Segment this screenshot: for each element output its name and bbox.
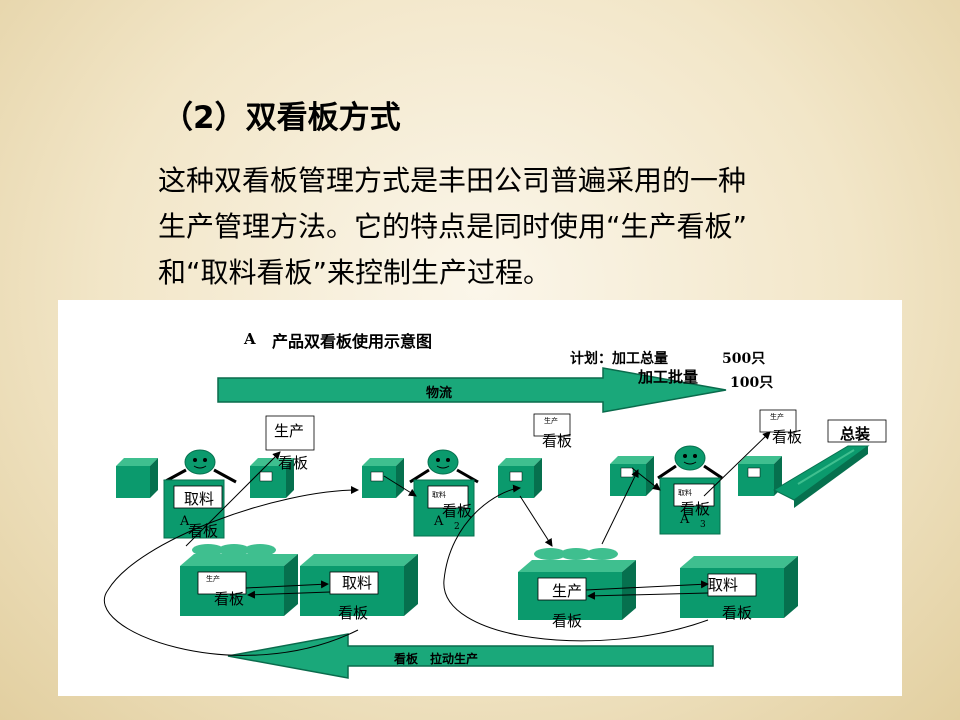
prod-box-3-label: 生产 (552, 582, 583, 600)
card-take-a2 (427, 485, 469, 509)
station-a2: A (434, 514, 444, 529)
take-a3-kanban: 看板 (680, 500, 711, 518)
plan-total-value: 500只 (722, 351, 766, 367)
card-assembly (827, 419, 887, 443)
station-a2-sub: 2 (454, 522, 460, 532)
plan-batch-label: 加工批量 (638, 368, 699, 386)
prod-top-2-kanban: 看板 (542, 432, 573, 450)
heading-a: A (244, 330, 256, 348)
cube-5 (610, 456, 654, 496)
cube-6 (738, 456, 782, 496)
pull-label: 看板 拉动生产 (394, 652, 479, 666)
take-box-4-label: 取料 (708, 576, 739, 594)
kanban-diagram: A 产品双看板使用示意图 计划：加工总量 500只 加工批量 100只 物流 看… (58, 300, 902, 696)
flow-label: 物流 (426, 386, 453, 401)
station-a3: A (680, 512, 690, 527)
slide-title: （2）双看板方式 (162, 100, 401, 136)
take-box-2-label: 取料 (342, 574, 373, 592)
cube-3 (362, 458, 404, 498)
pull-arrow (227, 633, 714, 679)
paragraph-line-3: 和“取料看板”来控制生产过程。 (158, 256, 552, 289)
assembly-label: 总装 (840, 425, 871, 443)
prod-box-3-kanban: 看板 (552, 612, 583, 630)
take-box-2-kanban: 看板 (338, 604, 369, 622)
paragraph-line-1: 这种双看板管理方式是丰田公司普遍采用的一种 (158, 164, 747, 197)
diagram-heading: 产品双看板使用示意图 (272, 332, 433, 351)
take-a1-label: 取料 (184, 490, 215, 508)
paragraph-line-2: 生产管理方法。它的特点是同时使用“生产看板” (158, 210, 748, 243)
prod-top-2-label: 生产 (544, 417, 558, 425)
plan-total-label: 计划：加工总量 (570, 351, 668, 367)
flow-arrow (217, 367, 727, 413)
diagram-graphics (104, 367, 887, 679)
assembly-conveyor (772, 445, 870, 508)
take-a3-label: 取料 (678, 489, 692, 497)
prod-top-3-label: 生产 (770, 413, 784, 421)
take-a1-kanban: 看板 (188, 522, 219, 540)
take-a2-kanban: 看板 (442, 502, 473, 520)
card-prod-top-3 (759, 409, 797, 433)
storage-box-1 (180, 544, 298, 616)
take-box-4-kanban: 看板 (722, 604, 753, 622)
card-take-a1 (173, 485, 223, 509)
prod-top-1-label: 生产 (274, 422, 305, 440)
cube-1 (116, 458, 158, 498)
station-a3-sub: 3 (700, 520, 706, 530)
connector-arrows (104, 431, 771, 656)
card-prod-box-1 (197, 571, 247, 595)
take-a2-label: 取料 (432, 491, 446, 499)
card-take-a3 (673, 483, 715, 507)
card-take-box-2 (329, 571, 379, 595)
card-prod-box-3 (537, 577, 587, 601)
description-paragraph: 这种双看板管理方式是丰田公司普遍采用的一种 生产管理方法。它的特点是同时使用“生… (158, 158, 878, 296)
station-a1: A (180, 514, 190, 529)
storage-box-2 (300, 554, 418, 616)
prod-box-1-kanban: 看板 (214, 590, 245, 608)
cube-2 (250, 458, 294, 498)
prod-top-3-kanban: 看板 (772, 428, 803, 446)
prod-box-1-label: 生产 (206, 575, 220, 583)
prod-top-1-kanban: 看板 (278, 454, 309, 472)
card-prod-top-1 (265, 415, 315, 451)
card-prod-top-2 (533, 413, 571, 437)
plan-batch-value: 100只 (730, 375, 774, 391)
